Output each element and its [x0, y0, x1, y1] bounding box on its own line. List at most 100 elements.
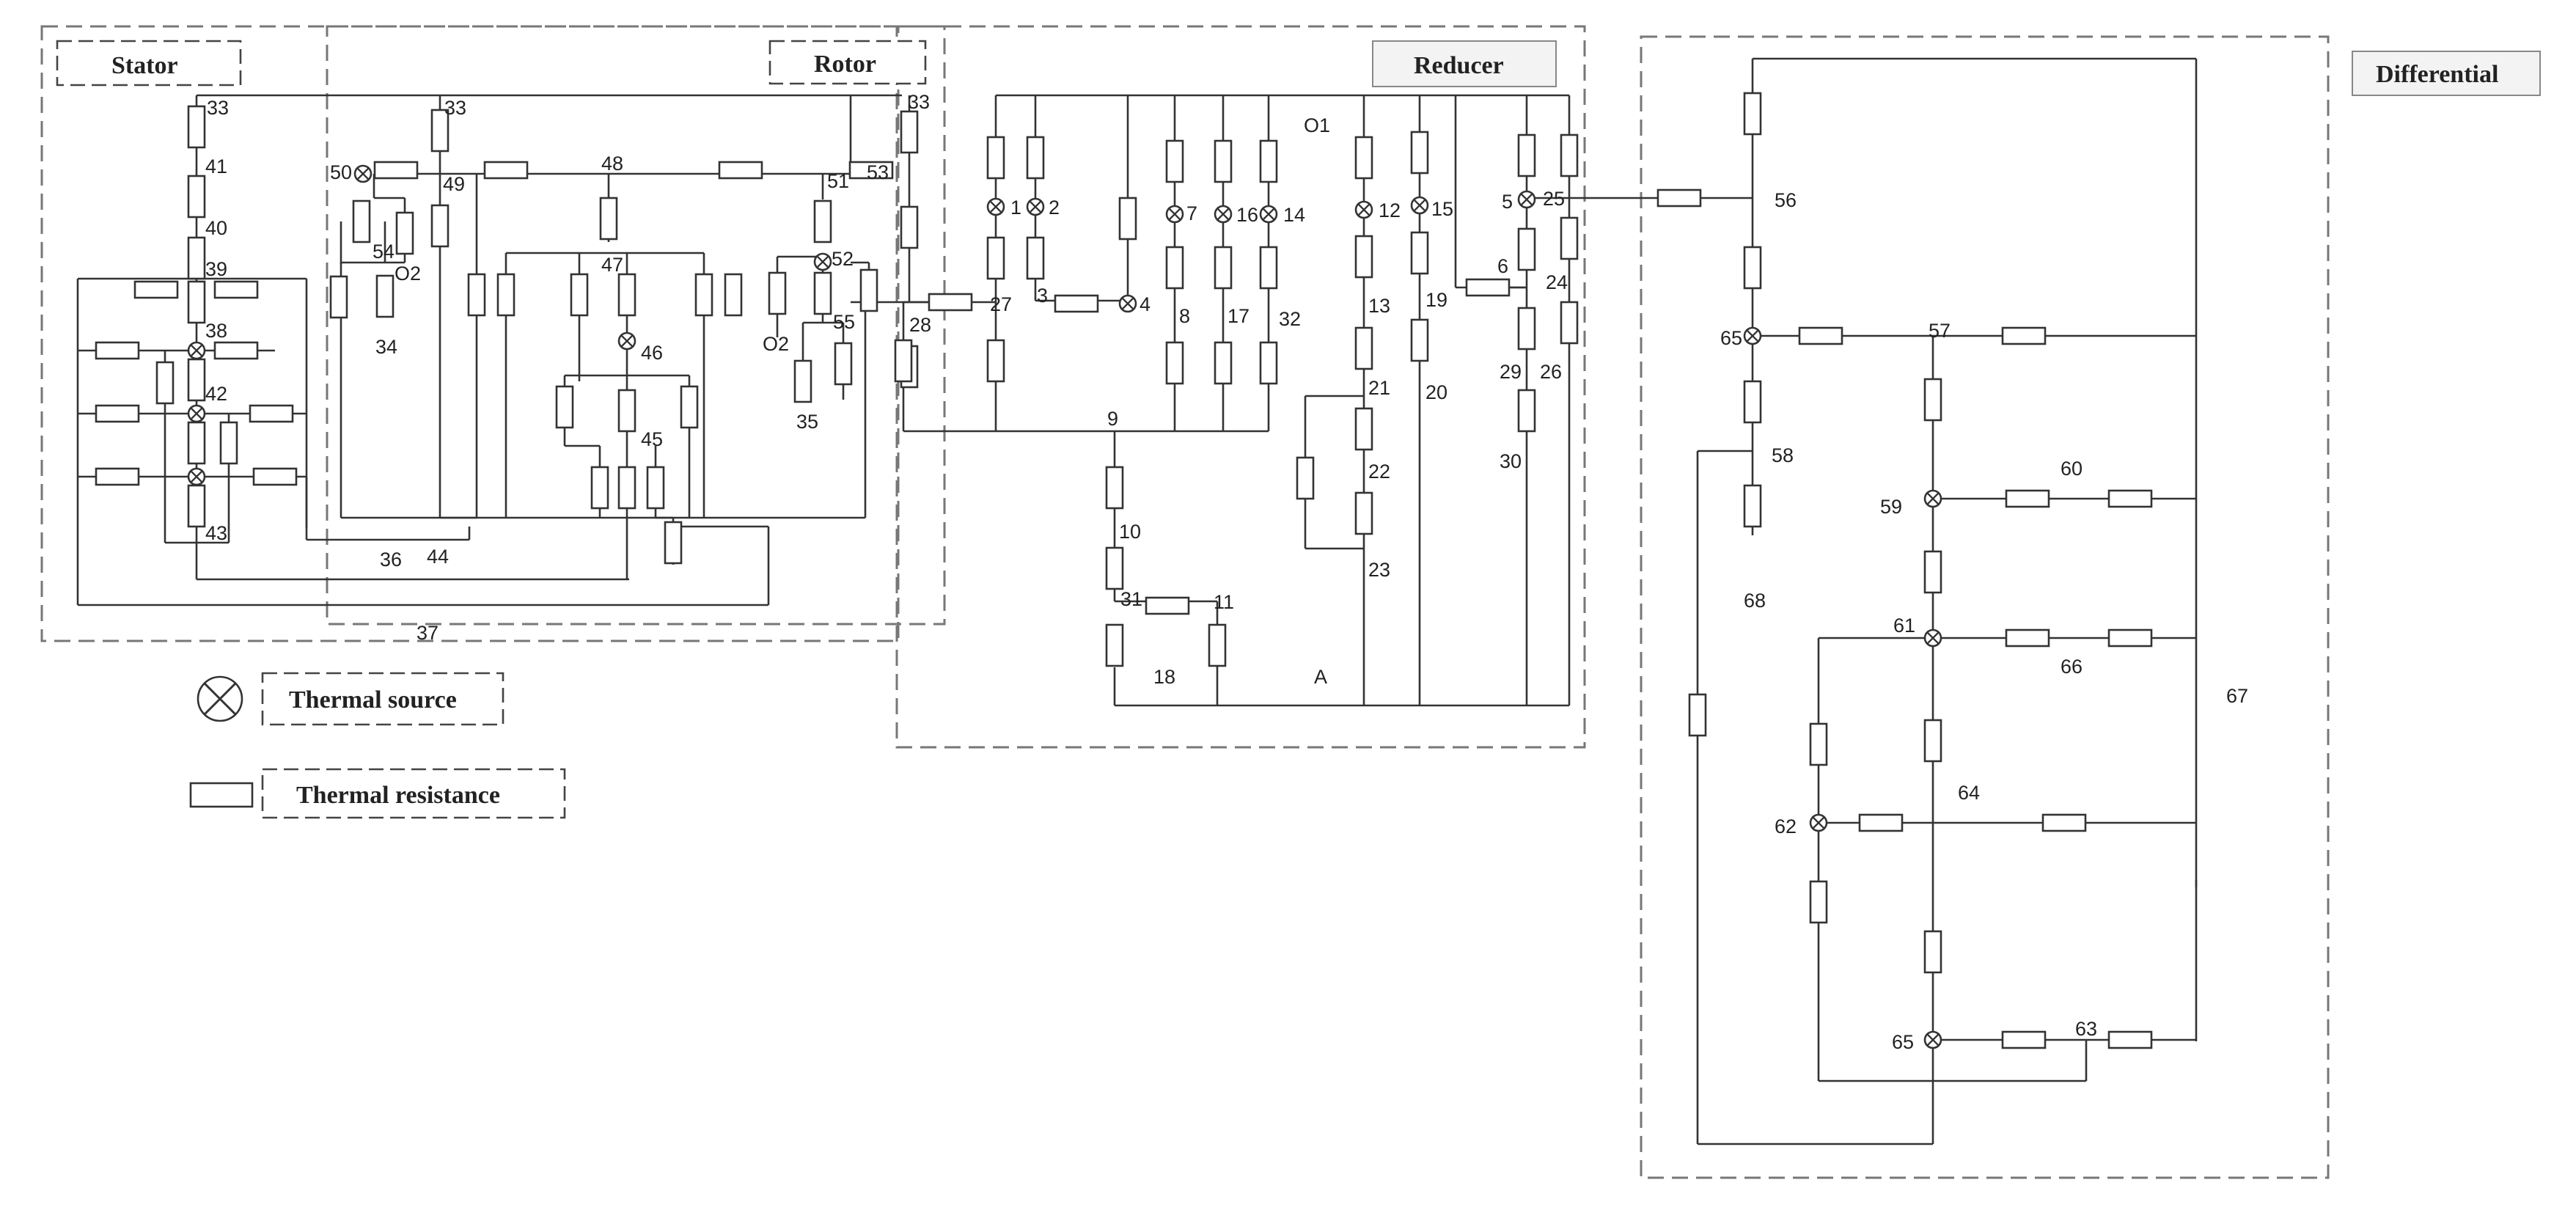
thermal-source-icon [1410, 196, 1429, 215]
thermal-source-icon [1809, 813, 1828, 832]
thermal-resistance [1743, 92, 1762, 136]
rotor-title: Rotor [768, 40, 927, 85]
node-label: 39 [205, 258, 227, 280]
thermal-resistance [1688, 693, 1707, 737]
thermal-source-icon [1743, 326, 1762, 345]
region-frames [40, 25, 2330, 1179]
thermal-resistance [430, 204, 449, 248]
node-label: 12 [1379, 199, 1401, 221]
thermal-resistance [496, 273, 515, 317]
node-label: 38 [205, 320, 227, 342]
node-label: 45 [641, 428, 663, 450]
thermal-resistance [1560, 133, 1579, 177]
thermal-resistance [2005, 628, 2050, 648]
thermal-source-icon [1118, 294, 1137, 313]
node-label: 66 [2061, 656, 2083, 678]
node-label: 63 [2075, 1018, 2097, 1040]
node-label: 50 [330, 161, 352, 183]
thermal-resistance [1214, 246, 1233, 290]
thermal-resistance [1259, 139, 1278, 183]
thermal-resistance [1296, 456, 1315, 500]
node-label: 24 [1546, 271, 1568, 293]
reducer-title: Reducer [1372, 40, 1557, 87]
thermal-resistance [213, 280, 259, 299]
thermal-resistance [187, 421, 206, 465]
node-label: 62 [1775, 815, 1797, 837]
thermal-resistance [187, 175, 206, 219]
thermal-resistance [617, 466, 636, 510]
thermal-resistance [1105, 546, 1124, 590]
thermal-resistance [467, 273, 486, 317]
thermal-resistance [1354, 235, 1373, 279]
thermal-resistance [617, 273, 636, 317]
thermal-resistance [2107, 1030, 2153, 1049]
thermal-resistance [375, 274, 395, 318]
thermal-resistance [187, 358, 206, 402]
thermal-resistance [1026, 136, 1045, 180]
node-label: 27 [990, 293, 1012, 315]
node-label: 51 [827, 170, 849, 192]
thermal-resistance [680, 385, 699, 429]
thermal-resistance [2001, 326, 2047, 345]
thermal-resistance [1410, 318, 1429, 362]
node-label: 49 [443, 173, 465, 195]
thermal-resistance [590, 466, 609, 510]
thermal-resistance [1743, 246, 1762, 290]
node-label: 35 [796, 411, 818, 433]
thermal-resistance [395, 211, 414, 255]
thermal-source-icon [1354, 200, 1373, 219]
rotor-frame [326, 25, 946, 626]
node-label: 61 [1893, 615, 1915, 637]
node-label: 44 [427, 546, 449, 568]
node-label: 26 [1540, 361, 1562, 383]
thermal-resistance [213, 341, 259, 360]
thermal-source-icon [1165, 205, 1184, 224]
thermal-resistance [1118, 197, 1137, 241]
thermal-resistance [329, 275, 348, 319]
node-label: 17 [1228, 305, 1250, 327]
node-label: 10 [1119, 521, 1141, 543]
thermal-resistance [570, 273, 589, 317]
node-label: 2 [1049, 197, 1060, 219]
thermal-resistance [1105, 623, 1124, 667]
stator-frame [40, 25, 900, 642]
node-label: O1 [1304, 114, 1330, 136]
thermal-resistance [900, 110, 919, 154]
node-label: 48 [601, 153, 623, 175]
thermal-resistance [599, 197, 618, 241]
node-label: 57 [1929, 320, 1951, 342]
node-label: 37 [417, 622, 438, 644]
thermal-resistance [95, 341, 140, 360]
thermal-resistance [1465, 278, 1511, 297]
node-label: 36 [380, 549, 402, 571]
thermal-resistance [1165, 246, 1184, 290]
thermal-resistance [894, 339, 913, 383]
node-label: 28 [909, 314, 931, 336]
thermal-resistance [1743, 380, 1762, 424]
thermal-source-icon [617, 331, 636, 351]
node-label: 7 [1186, 202, 1197, 224]
thermal-source-icon [1259, 205, 1278, 224]
node-label: 55 [833, 311, 855, 333]
node-label: 18 [1153, 666, 1175, 688]
thermal-resistance [646, 466, 665, 510]
differential-label: Differential [2376, 61, 2498, 88]
thermal-resistance [718, 161, 763, 180]
node-label: 64 [1958, 782, 1980, 804]
thermal-resistance [1214, 341, 1233, 385]
thermal-resistance [1354, 407, 1373, 451]
node-label: 52 [832, 248, 854, 270]
thermal-resistance [724, 273, 743, 317]
stator-title: Stator [56, 40, 242, 87]
thermal-resistance [1517, 227, 1536, 271]
reducer-label: Reducer [1414, 52, 1504, 79]
thermal-resistance [555, 385, 574, 429]
thermal-resistance [986, 236, 1005, 280]
network-components [95, 92, 2153, 1049]
reducer-frame [895, 25, 1586, 749]
node-label: 60 [2061, 458, 2083, 480]
thermal-resistance [1517, 307, 1536, 351]
thermal-resistance [1923, 930, 1942, 974]
legend: Thermal source Thermal resistance [189, 672, 566, 819]
thermal-resistance [219, 421, 238, 465]
